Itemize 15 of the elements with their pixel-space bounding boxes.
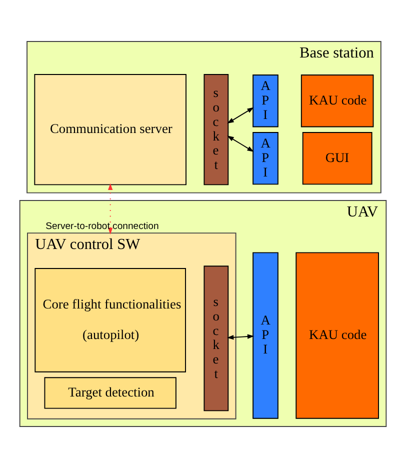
node-box: socket [204, 265, 229, 411]
node-box: API [252, 74, 278, 127]
node-box: GUI [302, 132, 372, 184]
node-box: KAU code [300, 74, 374, 127]
node-box: Target detection [44, 376, 176, 408]
node-box: API [252, 252, 278, 418]
node-box: API [252, 132, 278, 184]
node-box: Core flight functionalities (autopilot) [34, 268, 186, 372]
node-box: Communication server [34, 74, 186, 185]
node-box: KAU code [296, 252, 379, 418]
arrow [227, 135, 254, 152]
node-box: socket [204, 74, 229, 185]
edge-label: Server-to-robot connection [46, 220, 159, 232]
arrow [226, 334, 254, 340]
arrow [227, 106, 254, 124]
